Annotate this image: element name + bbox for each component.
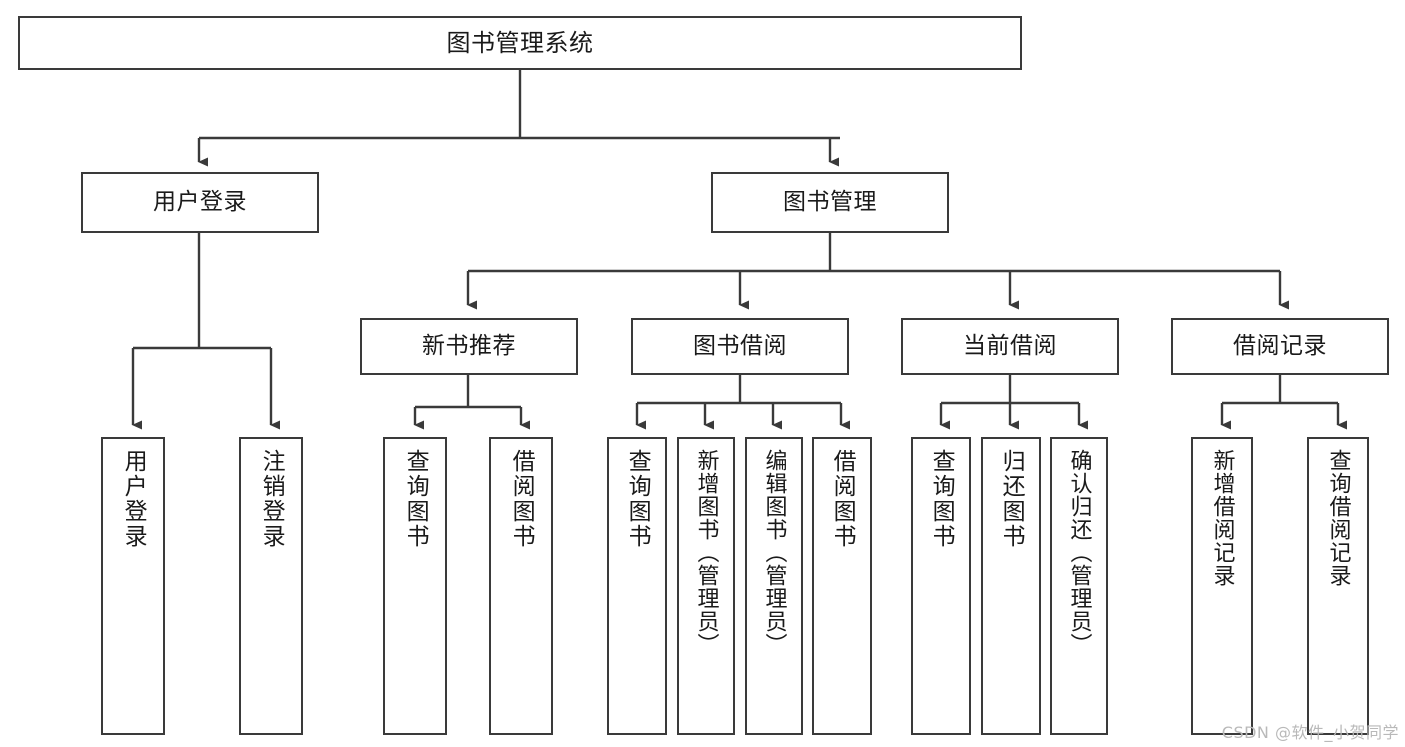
- node-label: 归还图书: [998, 449, 1025, 549]
- node-book-manage[interactable]: 图书管理: [711, 172, 949, 233]
- node-leaf-add-record[interactable]: 新增借阅记录: [1191, 437, 1253, 735]
- node-label: 查询图书: [928, 449, 955, 549]
- node-label: 当前借阅: [963, 332, 1057, 359]
- node-label: 借阅记录: [1233, 332, 1327, 359]
- node-label: 图书管理系统: [446, 28, 594, 57]
- node-label: 借阅图书: [508, 449, 535, 549]
- node-label: 用户登录: [153, 188, 247, 215]
- node-label: 新书推荐: [422, 332, 516, 359]
- node-label: 注销登录: [258, 449, 285, 549]
- node-leaf-borrow-book-2[interactable]: 借阅图书: [812, 437, 872, 735]
- node-leaf-query-book-1[interactable]: 查询图书: [383, 437, 447, 735]
- node-label: 图书借阅: [693, 332, 787, 359]
- node-leaf-confirm-return[interactable]: 确认归还（管理员）: [1050, 437, 1108, 735]
- node-leaf-query-book-2[interactable]: 查询图书: [607, 437, 667, 735]
- node-leaf-return-book[interactable]: 归还图书: [981, 437, 1041, 735]
- watermark-text: CSDN @软件_小贺同学: [1221, 723, 1399, 742]
- node-label: 用户登录: [120, 449, 147, 549]
- node-label: 图书管理: [783, 188, 877, 215]
- node-label: 编辑图书（管理员）: [761, 449, 787, 656]
- node-current-borrow[interactable]: 当前借阅: [901, 318, 1119, 375]
- node-root-system[interactable]: 图书管理系统: [18, 16, 1022, 70]
- node-leaf-query-book-3[interactable]: 查询图书: [911, 437, 971, 735]
- node-label: 借阅图书: [829, 449, 856, 549]
- node-new-book-recommend[interactable]: 新书推荐: [360, 318, 578, 375]
- node-label: 新增借阅记录: [1209, 449, 1235, 587]
- node-leaf-edit-book[interactable]: 编辑图书（管理员）: [745, 437, 803, 735]
- node-label: 新增图书（管理员）: [693, 449, 719, 656]
- node-leaf-borrow-book-1[interactable]: 借阅图书: [489, 437, 553, 735]
- node-leaf-logout-login[interactable]: 注销登录: [239, 437, 303, 735]
- node-leaf-query-record[interactable]: 查询借阅记录: [1307, 437, 1369, 735]
- node-label: 查询图书: [402, 449, 429, 549]
- node-leaf-user-login[interactable]: 用户登录: [101, 437, 165, 735]
- node-label: 查询借阅记录: [1325, 449, 1351, 587]
- node-label: 确认归还（管理员）: [1066, 449, 1092, 656]
- node-user-login[interactable]: 用户登录: [81, 172, 319, 233]
- node-leaf-add-book[interactable]: 新增图书（管理员）: [677, 437, 735, 735]
- node-book-borrow[interactable]: 图书借阅: [631, 318, 849, 375]
- node-borrow-record[interactable]: 借阅记录: [1171, 318, 1389, 375]
- node-label: 查询图书: [624, 449, 651, 549]
